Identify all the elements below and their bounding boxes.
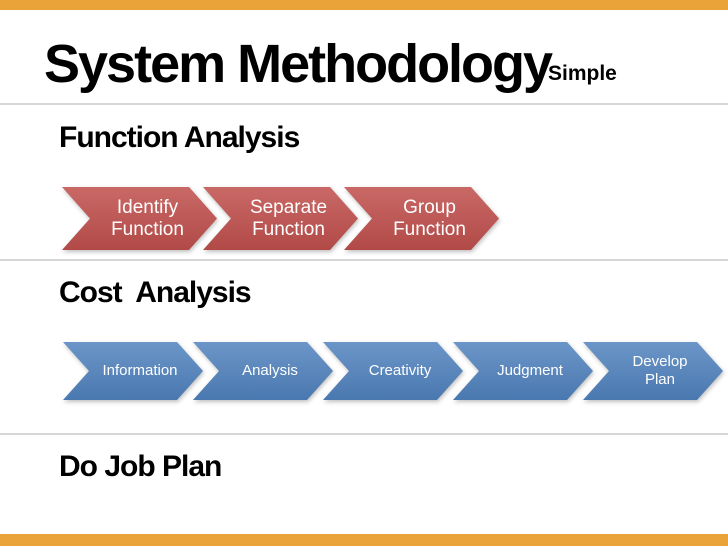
chevron-label: Information [102, 362, 178, 379]
slide-title: System Methodology [44, 34, 553, 94]
chevron-label: Group Function [393, 196, 466, 240]
chevron-group-function: Group Function [344, 187, 499, 250]
chevron-analysis: Analysis [193, 342, 333, 400]
chevron-label: Analysis [242, 362, 298, 379]
chevron-label: Identify Function [111, 196, 184, 240]
section-divider-2 [0, 259, 728, 261]
function-analysis-heading: Function Analysis [59, 121, 300, 154]
top-accent-bar [0, 0, 728, 10]
chevron-information: Information [63, 342, 203, 400]
chevron-identify-function: Identify Function [62, 187, 217, 250]
bottom-accent-bar [0, 534, 728, 546]
slide-title-tag: Simple [548, 62, 617, 85]
chevron-label: Judgment [497, 362, 563, 379]
chevron-separate-function: Separate Function [203, 187, 358, 250]
chevron-develop-plan: Develop Plan [583, 342, 723, 400]
do-job-plan-heading: Do Job Plan [59, 450, 222, 483]
chevron-arrow-shape [62, 187, 217, 250]
chevron-judgment: Judgment [453, 342, 593, 400]
chevron-label: Creativity [368, 362, 432, 379]
chevron-label: Develop Plan [632, 353, 688, 388]
cost-analysis-heading: Cost Analysis [59, 276, 252, 309]
chevron-arrow-shape [583, 342, 723, 400]
chevron-label: Separate Function [249, 196, 328, 240]
section-divider-3 [0, 433, 728, 435]
chevron-creativity: Creativity [323, 342, 463, 400]
section-divider-1 [0, 103, 728, 105]
